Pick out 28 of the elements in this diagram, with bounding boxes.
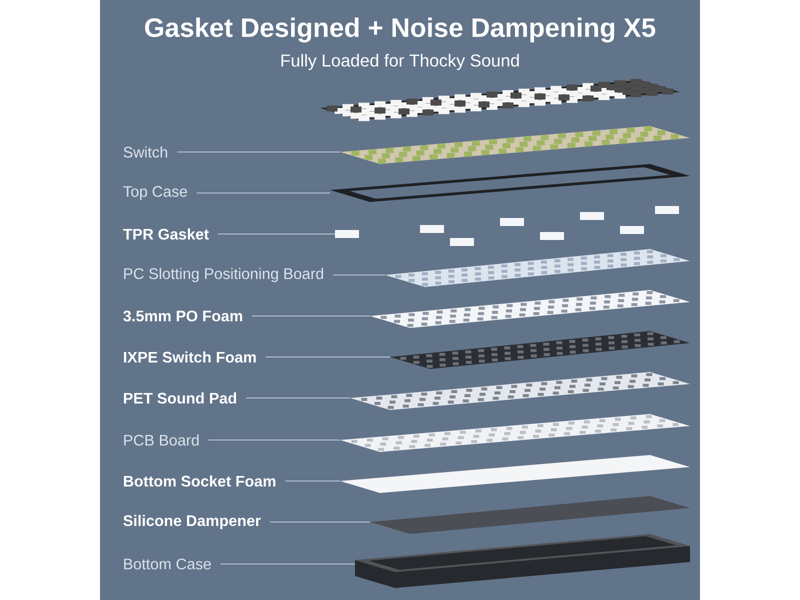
part-label: TPR Gasket <box>123 228 209 240</box>
layer-drawing <box>340 414 690 452</box>
leader-line <box>196 192 330 194</box>
part-label: 3.5mm PO Foam <box>123 310 242 322</box>
top-case-drawing <box>330 164 690 202</box>
part-label: Bottom Socket Foam <box>124 475 276 487</box>
gaskets-drawing <box>335 206 679 246</box>
part-label: Top Case <box>123 186 187 200</box>
part-label: PET Sound Pad <box>124 392 236 404</box>
part-label: Bottom Case <box>124 558 211 570</box>
layer-drawing <box>340 455 690 493</box>
layer-drawing <box>370 496 690 534</box>
part-label: IXPE Switch Foam <box>124 351 256 363</box>
leader-line <box>265 356 390 358</box>
part-label: PC Slotting Positioning Board <box>124 268 324 282</box>
subtitle: Fully Loaded for Thocky Sound <box>281 54 519 70</box>
leader-line <box>284 480 340 482</box>
part-label: Switch <box>124 146 168 158</box>
switches-drawing <box>340 126 690 164</box>
layer-drawing <box>390 331 690 369</box>
layer-drawing <box>370 290 690 328</box>
title: Gasket Designed + Noise Dampening X5 <box>145 18 656 42</box>
layer-drawing <box>385 249 690 287</box>
leader-line <box>332 274 386 276</box>
layer-drawing <box>350 372 690 410</box>
bottom-case-drawing <box>355 534 690 588</box>
part-label: Silicone Dampener <box>123 514 261 530</box>
part-label: PCB Board <box>124 434 199 446</box>
